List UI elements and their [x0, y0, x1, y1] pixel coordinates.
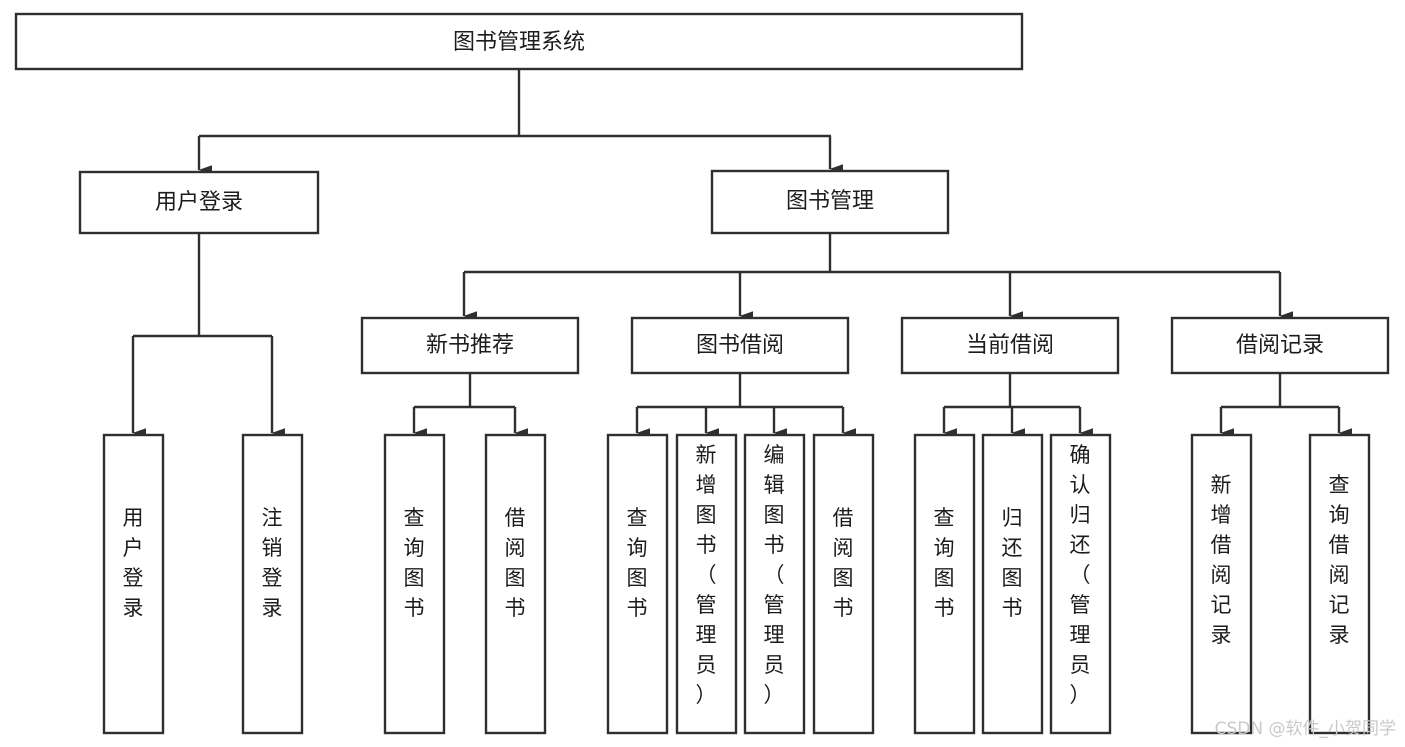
node-new-book-recommend-box[interactable]	[360, 316, 580, 375]
node-leaf-query-book-1[interactable]: 查询图书	[383, 433, 446, 735]
node-book-manage[interactable]: 图书管理	[710, 169, 950, 235]
node-leaf-user-login-label: 用户登录	[123, 506, 144, 620]
node-borrow-record-box[interactable]	[1170, 316, 1390, 375]
node-leaf-query-book-3-box[interactable]	[913, 433, 976, 735]
node-leaf-add-record-label: 新增借阅记录	[1211, 473, 1232, 647]
node-leaf-borrow-book-2[interactable]: 借阅图书	[812, 433, 875, 735]
node-root-box[interactable]	[14, 12, 1024, 71]
node-leaf-add-book-box[interactable]	[675, 433, 738, 735]
node-leaf-query-book-2-box[interactable]	[606, 433, 669, 735]
node-leaf-add-book[interactable]: 新增图书（管理员）	[675, 433, 738, 735]
node-book-borrow-label: 图书借阅	[696, 333, 784, 358]
node-leaf-query-record[interactable]: 查询借阅记录	[1308, 433, 1371, 735]
node-leaf-edit-book-box[interactable]	[743, 433, 806, 735]
node-leaf-edit-book-label: 编辑图书（管理员）	[764, 443, 785, 707]
node-book-borrow[interactable]: 图书借阅	[630, 316, 850, 375]
node-leaf-query-book-2-label: 查询图书	[627, 506, 648, 620]
node-leaf-confirm-return-label: 确认归还（管理员）	[1070, 443, 1091, 707]
node-leaf-query-book-1-box[interactable]	[383, 433, 446, 735]
node-new-book-recommend-label: 新书推荐	[426, 333, 514, 358]
node-leaf-borrow-book-1-box[interactable]	[484, 433, 547, 735]
node-user-login-box[interactable]	[78, 170, 320, 235]
node-leaf-query-book-2[interactable]: 查询图书	[606, 433, 669, 735]
node-current-borrow-label: 当前借阅	[966, 333, 1054, 358]
node-leaf-add-book-label: 新增图书（管理员）	[696, 443, 717, 707]
node-borrow-record-label: 借阅记录	[1236, 333, 1324, 358]
node-leaf-add-record[interactable]: 新增借阅记录	[1190, 433, 1253, 735]
watermark: CSDN @软件_小贺同学	[1215, 719, 1396, 739]
node-leaf-logout-box[interactable]	[241, 433, 304, 735]
node-leaf-return-book[interactable]: 归还图书	[981, 433, 1044, 735]
node-leaf-edit-book[interactable]: 编辑图书（管理员）	[743, 433, 806, 735]
node-leaf-return-book-label: 归还图书	[1002, 506, 1023, 620]
node-leaf-query-book-1-label: 查询图书	[404, 506, 425, 620]
node-leaf-logout-label: 注销登录	[262, 506, 283, 620]
connector-layer	[131, 69, 1352, 438]
node-current-borrow-box[interactable]	[900, 316, 1120, 375]
leaf-layer: 用户登录 注销登录 查询图书 借阅图书 查询图书 新增图书（管理员）	[102, 433, 1371, 735]
node-borrow-record[interactable]: 借阅记录	[1170, 316, 1390, 375]
node-book-borrow-box[interactable]	[630, 316, 850, 375]
node-leaf-borrow-book-2-label: 借阅图书	[833, 506, 854, 620]
node-leaf-query-record-box[interactable]	[1308, 433, 1371, 735]
node-new-book-recommend[interactable]: 新书推荐	[360, 316, 580, 375]
node-leaf-return-book-box[interactable]	[981, 433, 1044, 735]
node-current-borrow[interactable]: 当前借阅	[900, 316, 1120, 375]
node-leaf-logout[interactable]: 注销登录	[241, 433, 304, 735]
node-leaf-borrow-book-1[interactable]: 借阅图书	[484, 433, 547, 735]
node-user-login-label: 用户登录	[155, 190, 243, 215]
node-root[interactable]: 图书管理系统	[14, 12, 1024, 71]
node-leaf-borrow-book-2-box[interactable]	[812, 433, 875, 735]
node-book-manage-box[interactable]	[710, 169, 950, 235]
node-leaf-query-book-3-label: 查询图书	[934, 506, 955, 620]
node-leaf-user-login[interactable]: 用户登录	[102, 433, 165, 735]
node-leaf-confirm-return-box[interactable]	[1049, 433, 1112, 735]
node-leaf-query-record-label: 查询借阅记录	[1329, 473, 1350, 647]
node-leaf-borrow-book-1-label: 借阅图书	[505, 506, 526, 620]
node-leaf-confirm-return[interactable]: 确认归还（管理员）	[1049, 433, 1112, 735]
node-root-label: 图书管理系统	[453, 30, 585, 55]
node-leaf-user-login-box[interactable]	[102, 433, 165, 735]
node-leaf-add-record-box[interactable]	[1190, 433, 1253, 735]
node-book-manage-label: 图书管理	[786, 189, 874, 214]
node-leaf-query-book-3[interactable]: 查询图书	[913, 433, 976, 735]
node-user-login[interactable]: 用户登录	[78, 170, 320, 235]
